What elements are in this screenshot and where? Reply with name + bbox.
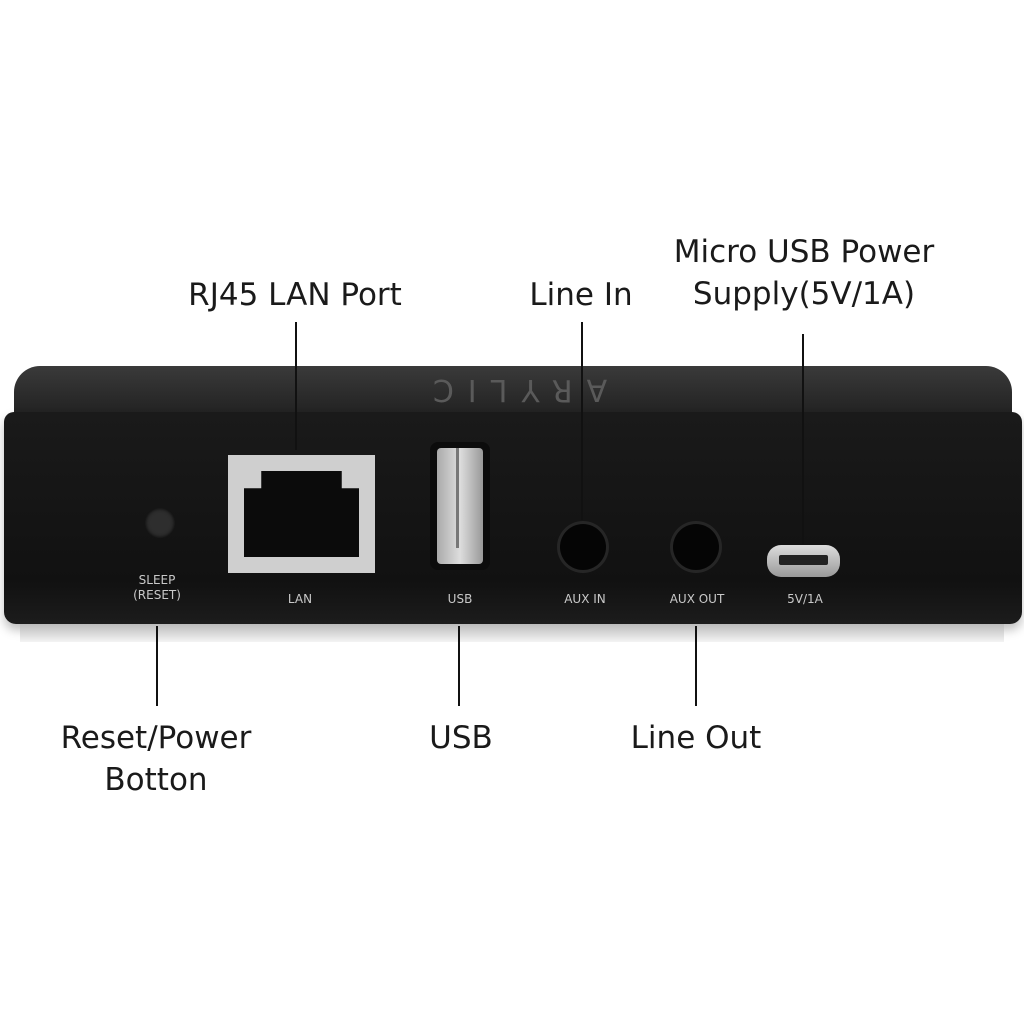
- line-out-callout: Line Out: [630, 720, 762, 756]
- rj45-callout-line: [295, 322, 297, 450]
- sleep-reset-label: SLEEP(RESET): [133, 573, 181, 603]
- usb-label: USB: [447, 592, 473, 606]
- micro-usb-callout-line1: Micro USB Power: [673, 234, 935, 270]
- usb-port-insert: [437, 448, 483, 564]
- device-shadow: [20, 624, 1004, 642]
- reset-text: (RESET): [133, 588, 181, 602]
- micro-usb-callout-line: [802, 334, 804, 544]
- micro-usb-port: [767, 545, 840, 577]
- line-out-callout-line: [695, 626, 697, 706]
- lan-port: [228, 455, 375, 573]
- lan-port-opening: [244, 471, 359, 557]
- line-in-callout: Line In: [529, 277, 633, 313]
- power-label: 5V/1A: [787, 592, 823, 606]
- line-in-callout-line: [581, 322, 583, 520]
- reset-callout-line: [156, 626, 158, 706]
- aux-out-jack: [673, 524, 719, 570]
- aux-out-label: AUX OUT: [669, 592, 725, 606]
- rj45-callout: RJ45 LAN Port: [188, 277, 402, 313]
- usb-callout-line: [458, 626, 460, 706]
- device-top-surface: ARYLIC: [14, 366, 1012, 420]
- reset-callout-line2: Botton: [104, 762, 208, 798]
- brand-logo: ARYLIC: [418, 372, 608, 407]
- usb-port-tongue: [456, 448, 459, 548]
- aux-in-jack: [560, 524, 606, 570]
- micro-usb-callout-line2: Supply(5V/1A): [692, 276, 916, 312]
- sleep-text: SLEEP: [138, 573, 176, 587]
- lan-label: LAN: [287, 592, 313, 606]
- usb-port: [430, 442, 490, 570]
- micro-usb-opening: [779, 555, 828, 565]
- sleep-reset-button[interactable]: [145, 508, 175, 538]
- usb-callout: USB: [429, 720, 493, 756]
- aux-in-label: AUX IN: [564, 592, 606, 606]
- reset-callout-line1: Reset/Power: [60, 720, 252, 756]
